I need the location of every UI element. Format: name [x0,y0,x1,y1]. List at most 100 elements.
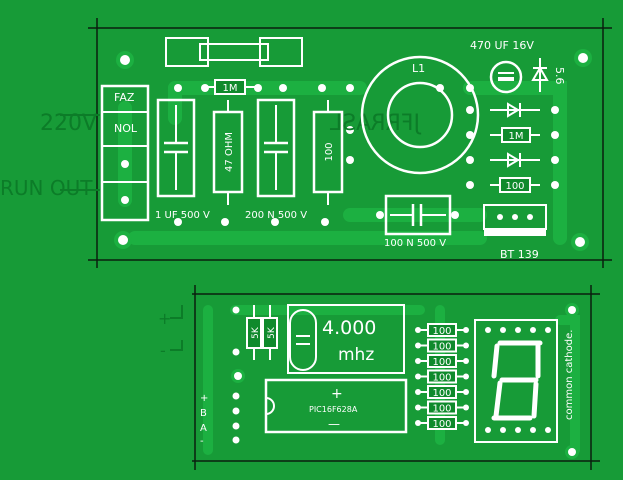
pad [466,181,474,189]
pad [232,422,240,430]
mount-hole-center [118,235,128,245]
mcu-minus: — [328,417,340,431]
display-note: common cathode. [564,330,575,420]
diode-triangle [507,152,520,168]
resistor-1m-a: 1M [205,79,260,95]
pad [271,218,279,226]
segment-resistor-label: 100 [432,388,451,399]
pad [321,218,329,226]
resistor-100-vertical: 100 [312,100,344,205]
triac-bt139: BT 139 [483,204,547,261]
inductor-label: L1 [412,62,425,75]
ghost-leads [60,114,100,191]
resistor-body [427,354,457,368]
pad [551,106,559,114]
diode-triangle [507,102,520,118]
triac-label: BT 139 [500,248,539,261]
bottom-board: + - + B A - 5K 5K [158,285,600,470]
pad [174,218,182,226]
pad [346,156,354,164]
zener-diode: 5.6 [531,58,566,92]
fuse-clip-right [259,37,303,67]
pad [415,327,421,333]
top-pads [174,84,559,226]
capacitor-outline [384,194,452,236]
fuse [165,37,303,67]
pad [232,348,240,356]
seven-segment-display [474,319,558,443]
pad [463,373,469,380]
pad [346,126,354,134]
resistor-1m-b-label: 1M [509,131,524,142]
mcu-plus: + [331,386,343,402]
resistor-body [246,317,262,349]
pad [466,131,474,139]
crystal-frequency: 4.000 [322,317,376,339]
pin [515,327,521,333]
fuse-clip-left [165,37,209,67]
resistor-body [427,323,457,337]
capacitor-470uf [489,60,523,94]
pin [545,427,551,433]
ghost-port-path [170,305,183,351]
pad [463,358,469,364]
resistor-body [214,79,246,95]
pad [415,389,421,395]
inductor-l1: L1 [360,55,480,175]
resistor-5k-2: 5K [262,305,278,360]
resistor-1m-b: 1M [490,127,540,143]
pad [463,342,469,349]
segment-resistor: 100 [415,354,469,368]
pad [232,306,240,314]
pad [376,211,384,219]
toroid-outer [360,55,480,175]
toroid-inner [386,81,454,149]
triac-tab [484,229,546,236]
pad [466,106,474,114]
port-pads [232,306,240,444]
pin [530,327,536,333]
pad [551,181,559,189]
pad [466,156,474,164]
mcu-notch [265,397,275,415]
resistor-100-b-label: 100 [505,181,524,192]
cap-100n-label: 100 N 500 V [384,238,446,249]
resistor-47ohm: 47 OHM [212,100,244,205]
pin [500,327,506,333]
resistor-100-b: 100 [490,177,540,193]
mcu-label: PIC16F628A [309,405,358,414]
mcu-outline [264,378,408,434]
pin [485,427,491,433]
segment-resistor-label: 100 [432,357,451,368]
triac-pin [512,214,518,220]
resistor-47ohm-label: 47 OHM [224,132,235,172]
terminal-pad [121,160,129,168]
pad [318,84,326,92]
mount-hole-center [575,237,585,247]
resistor-body [499,177,531,193]
resistor-5k-1-label: 5K [251,326,261,339]
pad [463,389,469,395]
pad [232,392,240,400]
segment-resistor-label: 100 [432,373,451,384]
pin [500,427,506,433]
triac-pin [497,214,503,220]
pin [530,427,536,433]
segment-resistor: 100 [415,323,469,337]
cap-200n-label: 200 N 500 V [245,210,307,221]
segment-resistor-label: 100 [432,326,451,337]
diode-1 [490,102,540,118]
resistor-body [427,385,457,399]
port-minus-label: - [200,436,204,447]
pad [463,327,469,333]
resistor-body [427,369,457,384]
pad [415,404,421,411]
diode-2 [490,152,540,168]
electrolytic-plate [498,77,514,81]
pin [485,327,491,333]
pad [451,211,459,219]
pin [515,427,521,433]
ghost-port-lines [170,305,183,351]
display-pins [485,327,551,433]
